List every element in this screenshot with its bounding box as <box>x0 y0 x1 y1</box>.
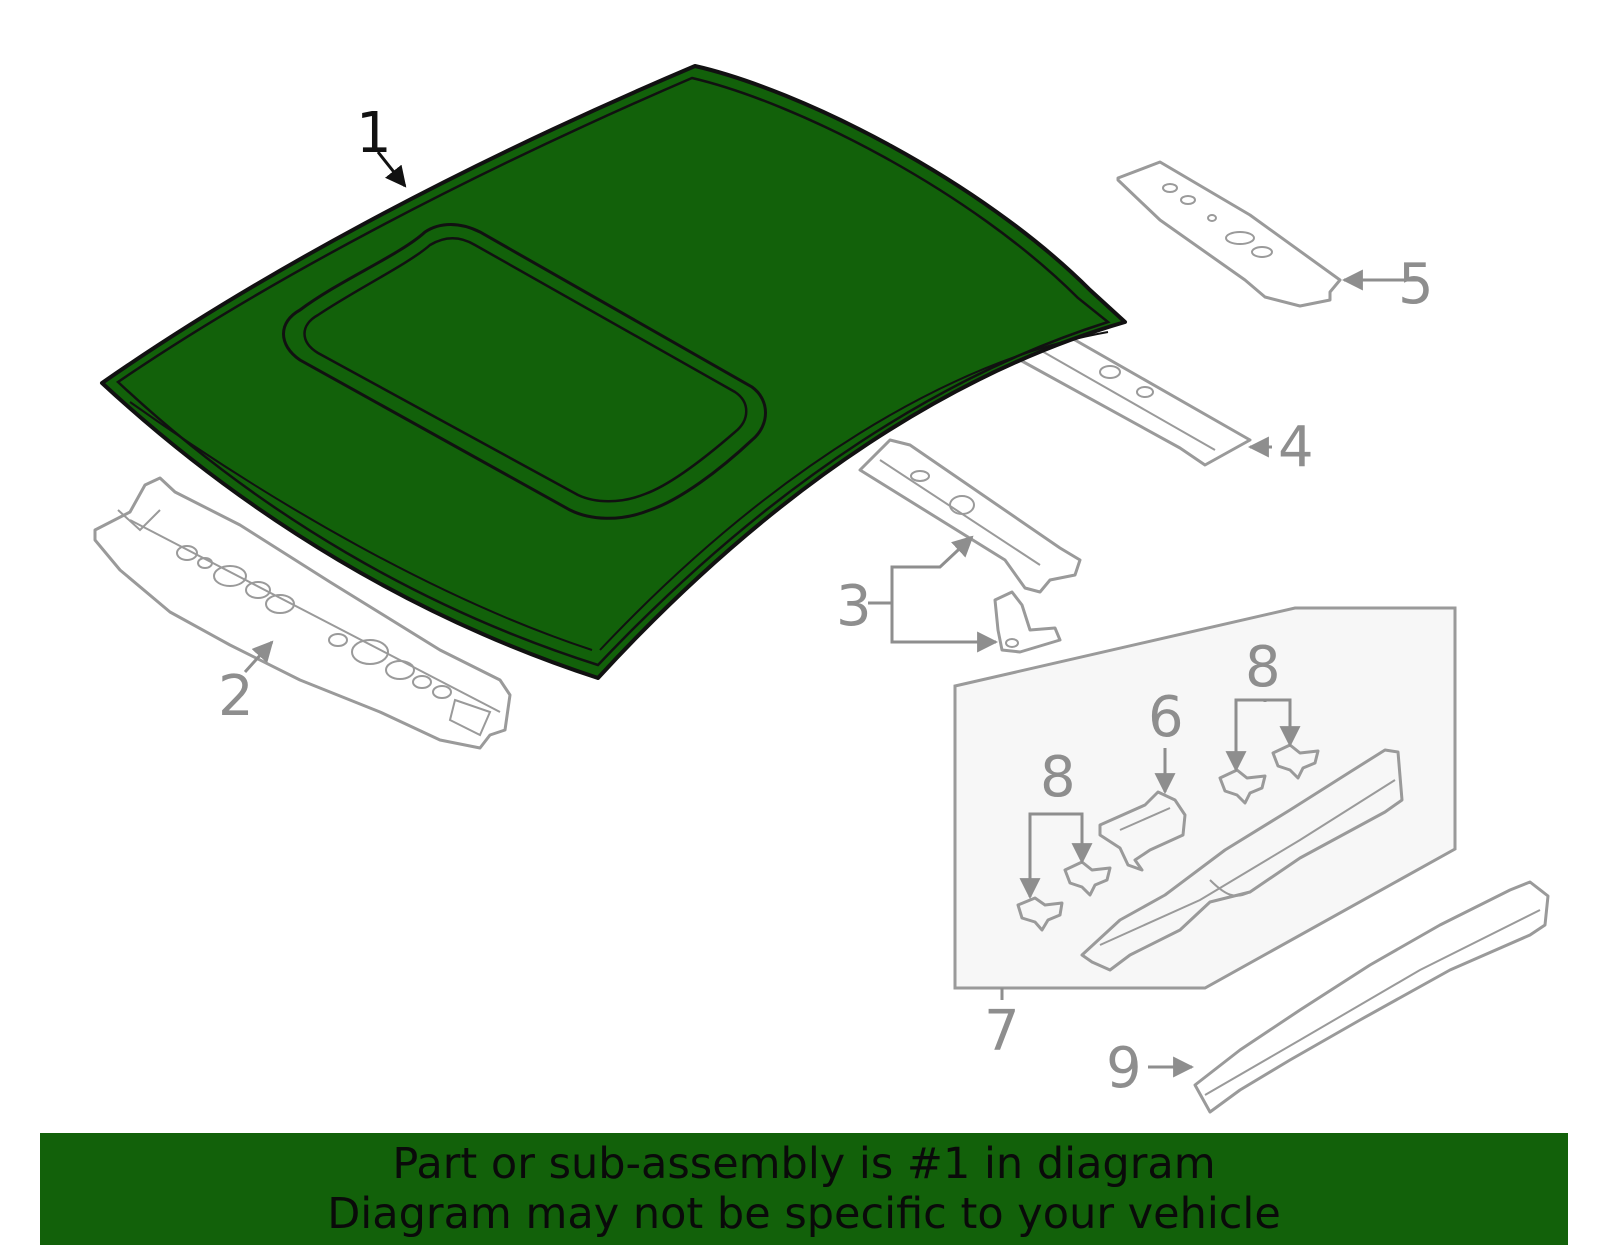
callout-4: 4 <box>1278 415 1314 480</box>
part-5-rear-header <box>1116 160 1342 308</box>
banner-line-1: Part or sub-assembly is #1 in diagram <box>392 1139 1216 1189</box>
banner-line-2: Diagram may not be specific to your vehi… <box>327 1189 1281 1239</box>
callout-8-left: 8 <box>1040 745 1076 810</box>
part-4-roof-bow-middle <box>1018 328 1252 467</box>
part-7-rail <box>1080 748 1404 972</box>
callout-8-right: 8 <box>1245 635 1281 700</box>
callout-6: 6 <box>1148 685 1184 750</box>
callout-3: 3 <box>836 574 872 639</box>
callout-9: 9 <box>1106 1036 1142 1101</box>
part-1-roof-panel <box>100 64 1127 680</box>
callout-numbers: 1 2 3 4 5 6 7 8 8 9 <box>218 101 1434 1101</box>
callout-5: 5 <box>1398 252 1434 317</box>
part-2-front-header <box>93 476 512 750</box>
info-banner: Part or sub-assembly is #1 in diagram Di… <box>40 1133 1568 1245</box>
callout-1: 1 <box>356 101 392 166</box>
callout-2: 2 <box>218 664 254 729</box>
leader-lines <box>243 151 1418 1078</box>
part-3-roof-bow <box>858 438 1082 594</box>
part-9-rail <box>1193 880 1550 1114</box>
callout-7: 7 <box>984 999 1020 1064</box>
part-8-clips <box>1016 743 1320 932</box>
part-3-bracket <box>993 590 1062 654</box>
part-7-assembly-box <box>953 606 1457 1000</box>
